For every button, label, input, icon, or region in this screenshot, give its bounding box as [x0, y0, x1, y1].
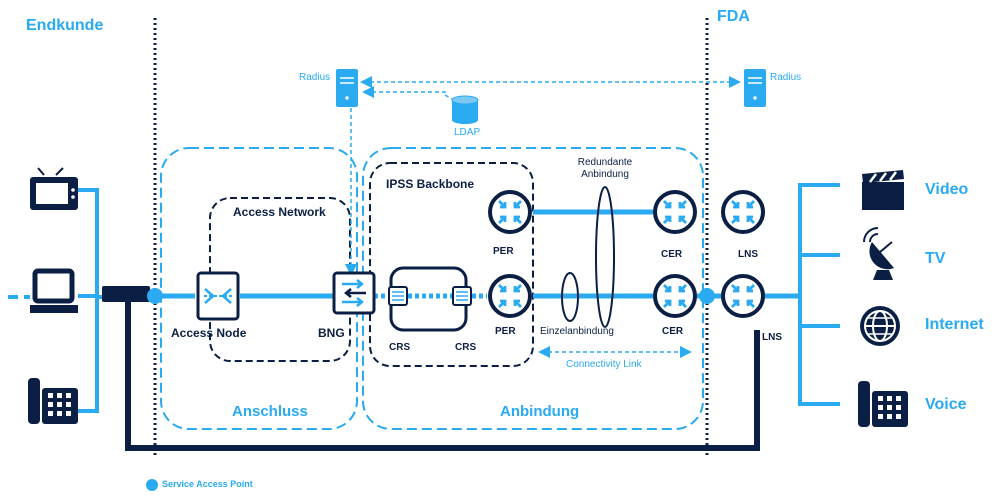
tv-icon — [30, 167, 78, 210]
service-access-point — [147, 288, 163, 304]
video-clapper-icon — [862, 170, 904, 210]
ipss-backbone-zone — [369, 162, 534, 367]
region-fda: FDA — [717, 8, 750, 25]
cer-label-bottom: CER — [662, 326, 684, 337]
cer-router-top-icon — [653, 190, 697, 234]
service-label: TV — [925, 250, 946, 267]
radius-label-left: Radius — [299, 72, 331, 83]
region-endkunde: Endkunde — [26, 17, 104, 34]
cer-label-top: CER — [661, 249, 683, 260]
radius-server-icon — [336, 69, 358, 107]
redundante-anbindung-label: Redundante Anbindung — [577, 157, 633, 180]
crs-label-right: CRS — [455, 342, 477, 353]
anschluss-label: Anschluss — [232, 403, 308, 420]
access-node-icon — [196, 271, 240, 321]
access-node-label: Access Node — [171, 326, 247, 340]
redundante-ellipse — [595, 186, 615, 328]
anschluss-zone — [160, 147, 358, 430]
radius-server-icon — [744, 69, 766, 107]
crs-router-icon — [452, 286, 472, 306]
crs-label-left: CRS — [389, 342, 411, 353]
phone-icon — [858, 381, 908, 427]
bng-label: BNG — [318, 326, 345, 340]
ldap-database-icon — [451, 95, 479, 124]
phone-icon — [28, 378, 78, 424]
service-label: Video — [925, 181, 969, 198]
crs-router-icon — [388, 286, 408, 306]
customer-loop-line — [125, 300, 760, 451]
service-label: Internet — [925, 316, 984, 333]
customer-bracket — [78, 188, 99, 413]
cpe-router — [102, 286, 150, 302]
services-bracket — [798, 183, 840, 406]
connectivity-link-label: Connectivity Link — [566, 359, 642, 370]
ldap-label: LDAP — [454, 127, 481, 138]
einzel-ellipse — [561, 272, 579, 322]
bng-icon — [332, 271, 376, 315]
einzelanbindung-label: Einzelanbindung — [540, 326, 614, 337]
per-router-top-icon — [488, 190, 532, 234]
lns-label-top: LNS — [738, 249, 758, 260]
cer-router-bottom-icon — [653, 274, 697, 318]
access-network-label: Access Network — [233, 205, 326, 219]
service-access-point — [699, 288, 715, 304]
lns-label-bottom: LNS — [762, 332, 782, 343]
radius-label-right: Radius — [770, 72, 802, 83]
globe-icon — [860, 306, 900, 346]
legend-sap-label: Service Access Point — [162, 479, 253, 489]
lns-router-bottom-icon — [721, 274, 765, 318]
per-router-bottom-icon — [488, 274, 532, 318]
computer-icon — [30, 268, 78, 313]
lns-router-top-icon — [721, 190, 765, 234]
ldap-link — [362, 86, 446, 98]
legend-sap-dot — [146, 479, 158, 491]
ipss-backbone-label: IPSS Backbone — [386, 177, 475, 191]
anbindung-label: Anbindung — [500, 403, 580, 420]
service-label: Voice — [925, 396, 967, 413]
satellite-dish-icon — [863, 227, 894, 280]
per-label-top: PER — [493, 246, 514, 257]
per-label-bottom: PER — [495, 326, 516, 337]
